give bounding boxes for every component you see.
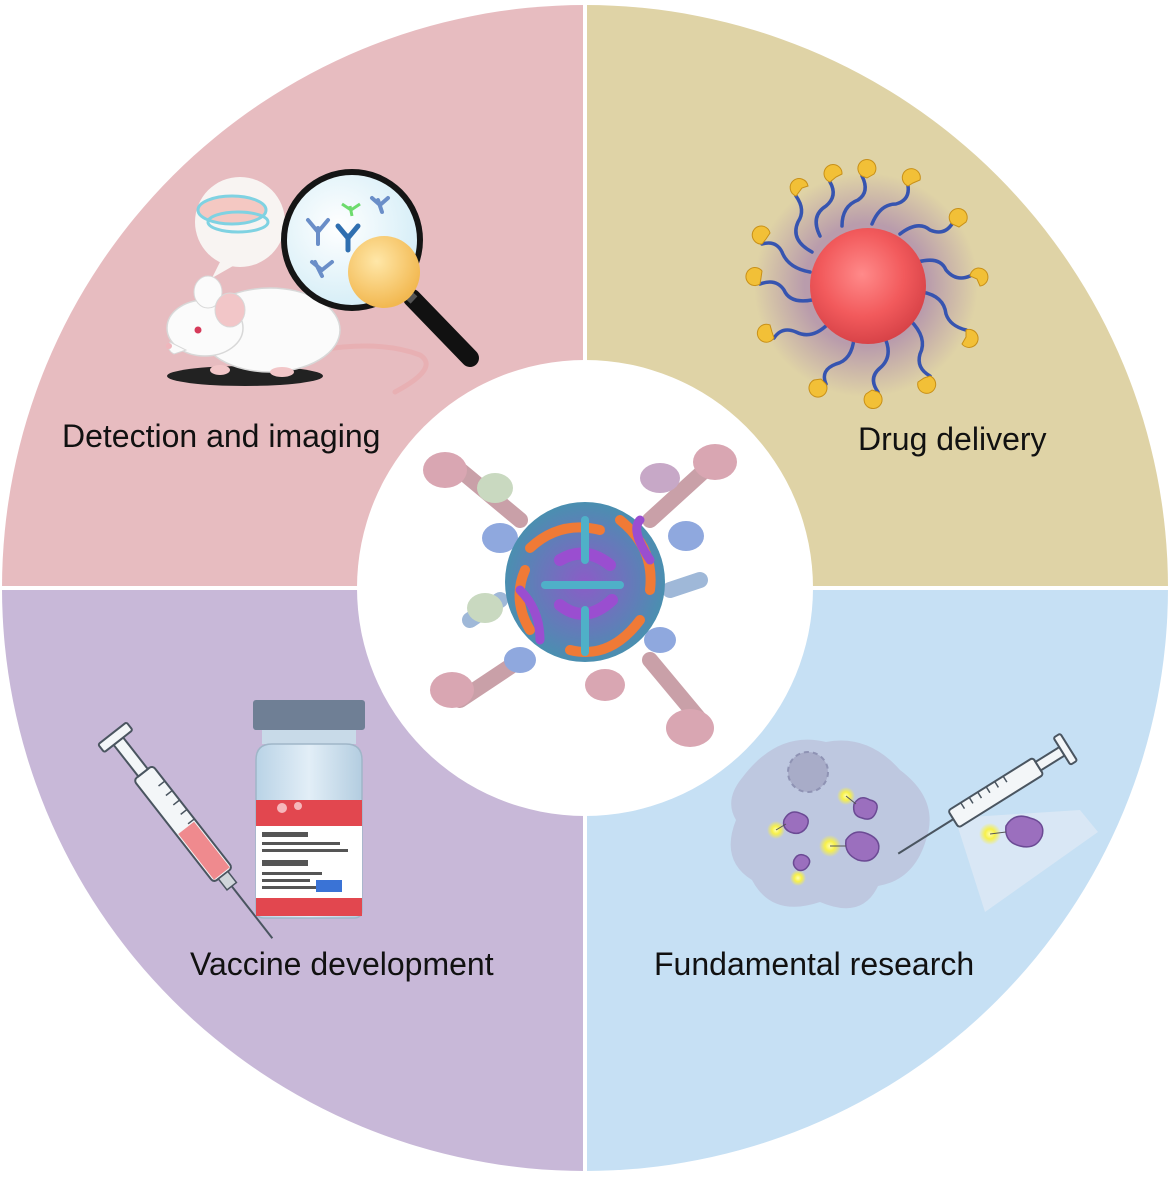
label-detection-imaging: Detection and imaging <box>62 418 380 454</box>
label-drug-delivery: Drug delivery <box>858 421 1047 457</box>
vaccine-vial-syringe-icon <box>97 700 365 939</box>
nanoparticle-icon <box>745 159 989 409</box>
label-fundamental-research: Fundamental research <box>654 946 974 982</box>
virus-antibody-complex-icon <box>423 444 737 747</box>
mouse-magnifier-icon <box>166 169 479 395</box>
label-vaccine-development: Vaccine development <box>190 946 494 982</box>
cell-injection-icon <box>730 733 1098 912</box>
